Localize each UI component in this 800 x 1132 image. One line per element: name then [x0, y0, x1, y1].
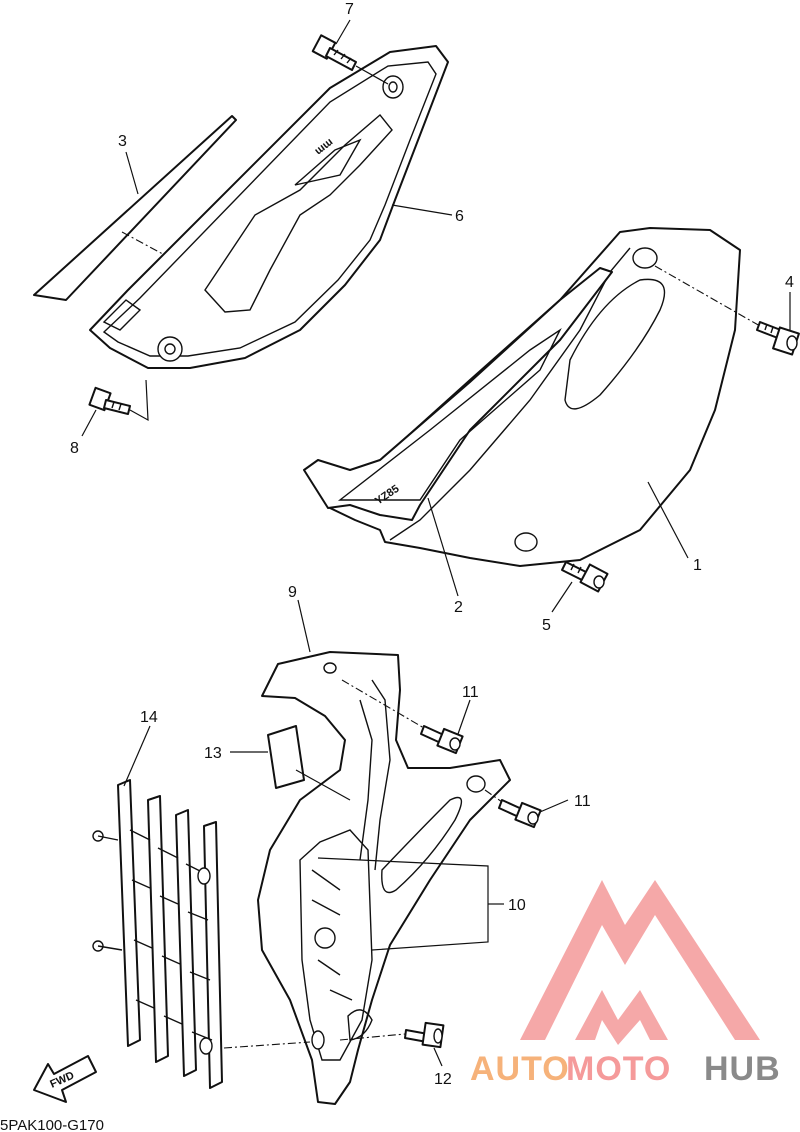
- callout-12: 12: [434, 1071, 452, 1088]
- callout-1: 1: [693, 557, 702, 574]
- leader-lines: [81, 19, 791, 1067]
- callout-5: 5: [542, 617, 551, 634]
- callout-4: 4: [785, 274, 794, 291]
- watermark-part-1: AUTO: [470, 1050, 570, 1088]
- watermark-part-3: HUB: [704, 1050, 781, 1088]
- callout-10: 10: [508, 897, 526, 914]
- part-13-pad: [230, 725, 351, 801]
- part-6-side-cover: ɯɯ: [89, 45, 449, 369]
- callout-14: 14: [140, 709, 158, 726]
- part-12-bolt: [339, 1021, 445, 1049]
- callout-2: 2: [454, 599, 463, 616]
- part-11-bolt-lower: [484, 789, 542, 829]
- callout-6: 6: [455, 208, 464, 225]
- part-5-bolt: [561, 561, 609, 593]
- part-8-bolt: [88, 379, 149, 422]
- part-2-graphic: YZ85: [303, 267, 613, 521]
- diagram-code: 5PAK100-G170: [0, 1117, 104, 1132]
- fwd-arrow-icon: FWD: [33, 1055, 97, 1103]
- watermark-text: AUTO MOTO HUB: [470, 1050, 781, 1088]
- part-11-bolt-upper: [341, 679, 464, 755]
- callout-7: 7: [345, 1, 354, 18]
- callout-8: 8: [70, 440, 79, 457]
- part-9-radiator-cover: [257, 651, 511, 1105]
- part-7-bolt: [311, 34, 389, 85]
- callout-9: 9: [288, 584, 297, 601]
- watermark-logo: [520, 880, 760, 1045]
- watermark-part-2: MOTO: [566, 1050, 671, 1088]
- callout-11-upper: 11: [462, 684, 479, 701]
- callout-13: 13: [204, 745, 222, 762]
- callout-labels: 1 2 3 4 5 6 7 8 9 10 11 11 12 13 14: [70, 1, 794, 1088]
- part-4-bolt: [654, 265, 800, 356]
- callout-3: 3: [118, 133, 127, 150]
- callout-11-lower: 11: [574, 793, 591, 810]
